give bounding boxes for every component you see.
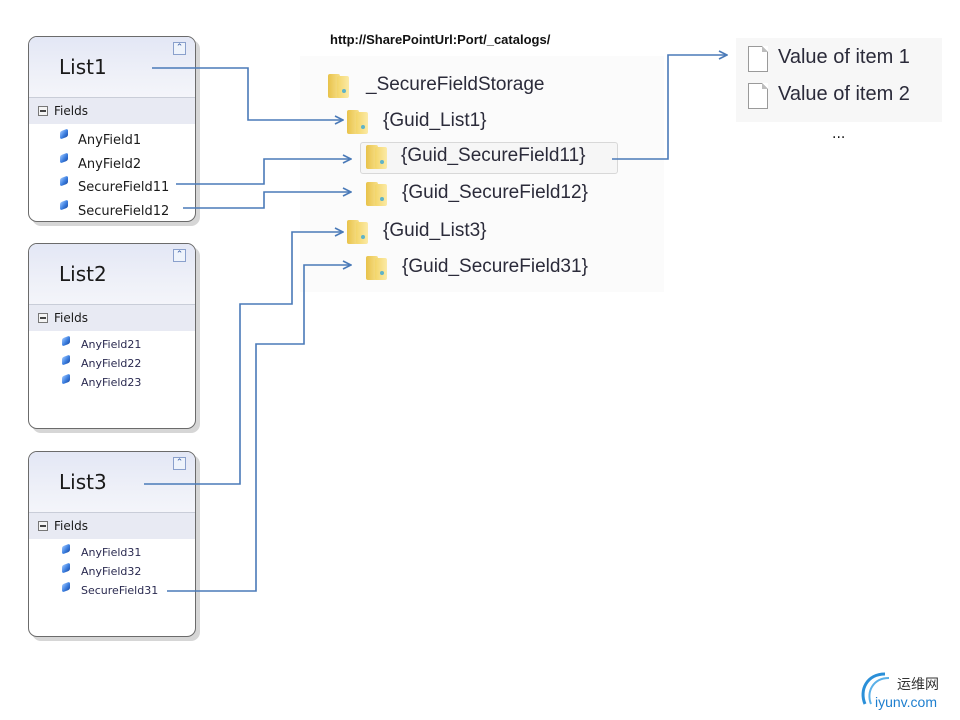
tree-label: {Guid_SecureField31} bbox=[402, 256, 588, 277]
field-item: AnyField1 bbox=[29, 128, 195, 152]
field-list: AnyField1 AnyField2 SecureField11 Secure… bbox=[29, 124, 195, 222]
section-label: Fields bbox=[54, 104, 88, 118]
field-icon bbox=[62, 562, 70, 574]
field-icon bbox=[62, 543, 70, 555]
folder-icon bbox=[347, 220, 369, 244]
field-icon bbox=[60, 128, 68, 140]
watermark-en: iyunv.com bbox=[875, 694, 937, 710]
values-panel: Value of item 1 Value of item 2 bbox=[736, 38, 942, 122]
section-header[interactable]: Fields bbox=[29, 513, 195, 539]
entity-title: List3 bbox=[59, 470, 107, 494]
value-label: Value of item 2 bbox=[778, 83, 910, 105]
more-values-ellipsis: ... bbox=[832, 126, 846, 142]
field-icon bbox=[60, 199, 68, 210]
collapse-icon[interactable]: ⌃ bbox=[173, 42, 186, 55]
section-header[interactable]: Fields bbox=[29, 305, 195, 331]
field-list: AnyField31 AnyField32 SecureField31 bbox=[29, 539, 195, 600]
tree-item-secure-field-storage[interactable]: _SecureFieldStorage bbox=[328, 72, 588, 102]
field-icon bbox=[62, 335, 70, 347]
field-label: AnyField23 bbox=[81, 376, 142, 389]
folder-icon bbox=[328, 74, 350, 98]
tree-label: {Guid_SecureField11} bbox=[401, 145, 586, 166]
collapse-section-icon[interactable] bbox=[38, 521, 48, 531]
folder-icon bbox=[347, 110, 369, 134]
tree-label: {Guid_SecureField12} bbox=[402, 182, 588, 203]
field-item: AnyField22 bbox=[29, 354, 195, 373]
field-label: AnyField2 bbox=[78, 156, 142, 172]
collapse-icon[interactable]: ⌃ bbox=[173, 249, 186, 262]
section-label: Fields bbox=[54, 311, 88, 325]
entity-title: List2 bbox=[59, 262, 107, 286]
section-label: Fields bbox=[54, 519, 88, 533]
field-icon bbox=[60, 175, 68, 187]
field-icon bbox=[60, 152, 68, 163]
field-label: AnyField21 bbox=[81, 338, 142, 351]
folder-icon bbox=[366, 145, 388, 169]
tree-item-guid-list1[interactable]: {Guid_List1} bbox=[347, 108, 547, 138]
field-item: SecureField11 bbox=[29, 175, 195, 199]
document-icon bbox=[748, 83, 768, 109]
collapse-section-icon[interactable] bbox=[38, 106, 48, 116]
field-item: AnyField31 bbox=[29, 543, 195, 562]
entity-list1: List1 ⌃ Fields AnyField1 AnyField2 Secur… bbox=[28, 36, 196, 222]
field-item: SecureField31 bbox=[29, 581, 195, 600]
folder-icon bbox=[366, 256, 388, 280]
tree-item-guid-securefield11[interactable]: {Guid_SecureField11} bbox=[360, 142, 618, 174]
watermark-cn: 运维网 bbox=[897, 677, 939, 693]
field-label: AnyField22 bbox=[81, 357, 142, 370]
logo-swirl-icon bbox=[861, 672, 890, 705]
field-label: AnyField32 bbox=[81, 565, 142, 578]
section-header[interactable]: Fields bbox=[29, 98, 195, 124]
entity-title: List1 bbox=[59, 55, 107, 79]
field-label: SecureField11 bbox=[78, 180, 170, 195]
tree-item-guid-securefield12[interactable]: {Guid_SecureField12} bbox=[366, 180, 622, 210]
field-list: AnyField21 AnyField22 AnyField23 bbox=[29, 331, 195, 392]
field-item: AnyField2 bbox=[29, 152, 195, 176]
field-label: AnyField31 bbox=[81, 546, 142, 559]
field-item: SecureField12 bbox=[29, 199, 195, 222]
collapse-section-icon[interactable] bbox=[38, 313, 48, 323]
tree-item-guid-securefield31[interactable]: {Guid_SecureField31} bbox=[366, 254, 622, 284]
value-label: Value of item 1 bbox=[778, 46, 910, 68]
tree-label: {Guid_List1} bbox=[383, 110, 487, 131]
catalog-url: http://SharePointUrl:Port/_catalogs/ bbox=[330, 32, 551, 47]
value-item[interactable]: Value of item 2 bbox=[748, 81, 938, 111]
entity-header: List2 ⌃ bbox=[29, 244, 195, 305]
field-icon bbox=[62, 354, 70, 366]
folder-tree: _SecureFieldStorage {Guid_List1} {Guid_S… bbox=[300, 56, 664, 292]
entity-list2: List2 ⌃ Fields AnyField21 AnyField22 Any… bbox=[28, 243, 196, 429]
entity-list3: List3 ⌃ Fields AnyField31 AnyField32 Sec… bbox=[28, 451, 196, 637]
entity-header: List1 ⌃ bbox=[29, 37, 195, 98]
folder-icon bbox=[366, 182, 388, 206]
field-label: AnyField1 bbox=[78, 133, 142, 148]
document-icon bbox=[748, 46, 768, 72]
field-label: SecureField31 bbox=[81, 584, 159, 597]
field-label: SecureField12 bbox=[78, 203, 170, 219]
entity-header: List3 ⌃ bbox=[29, 452, 195, 513]
field-item: AnyField32 bbox=[29, 562, 195, 581]
field-item: AnyField23 bbox=[29, 373, 195, 392]
field-icon bbox=[62, 581, 70, 593]
collapse-icon[interactable]: ⌃ bbox=[173, 457, 186, 470]
tree-label: {Guid_List3} bbox=[383, 220, 487, 241]
watermark-logo: 运维网 iyunv.com bbox=[855, 668, 955, 714]
tree-label: _SecureFieldStorage bbox=[366, 74, 545, 95]
field-item: AnyField21 bbox=[29, 335, 195, 354]
tree-item-guid-list3[interactable]: {Guid_List3} bbox=[347, 218, 547, 248]
field-icon bbox=[62, 373, 70, 385]
value-item[interactable]: Value of item 1 bbox=[748, 44, 938, 74]
